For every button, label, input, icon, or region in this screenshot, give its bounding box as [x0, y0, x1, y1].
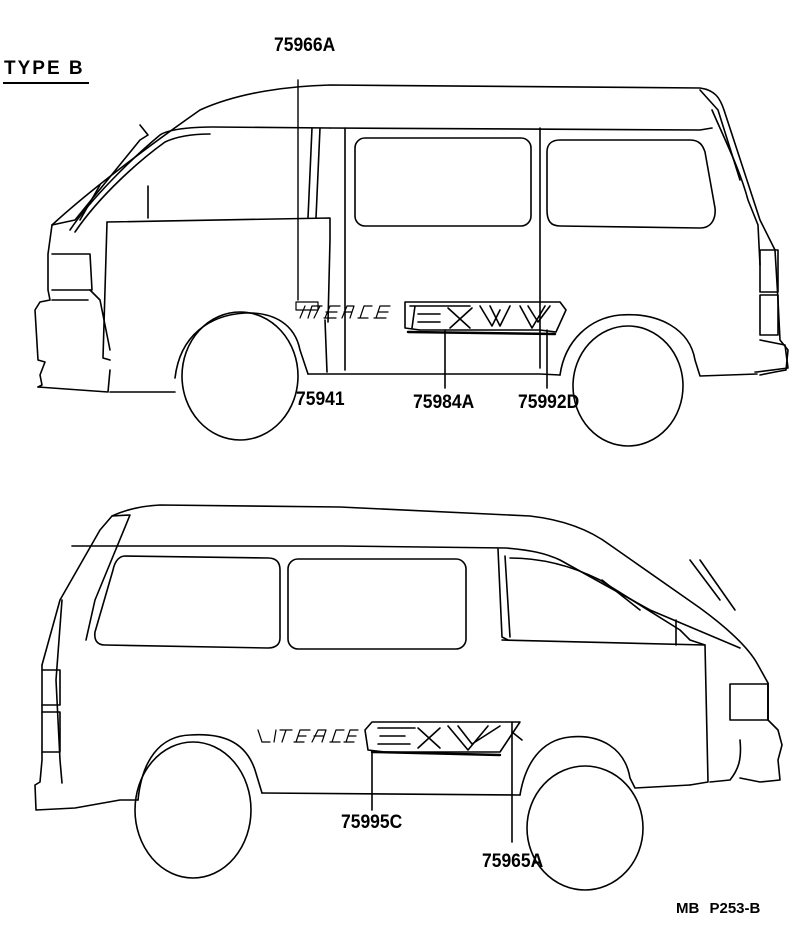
upper-emblem-liteace	[299, 305, 391, 319]
callout-75966A[interactable]: 75966A	[274, 35, 336, 56]
upper-emblem-fxv	[404, 301, 567, 336]
callout-75965A[interactable]: 75965A	[482, 851, 544, 872]
callout-75984A[interactable]: 75984A	[413, 392, 475, 413]
lower-emblem-liteace	[257, 729, 359, 743]
callout-75995C[interactable]: 75995C	[341, 812, 403, 833]
lower-emblem-fxv	[364, 721, 521, 757]
callout-75941[interactable]: 75941	[296, 389, 345, 410]
callout-75992D[interactable]: 75992D	[518, 392, 580, 413]
diagram-reference-code: MB P253-B	[676, 900, 761, 917]
diagram-title: TYPE B	[4, 58, 85, 79]
title-underline	[3, 82, 89, 84]
